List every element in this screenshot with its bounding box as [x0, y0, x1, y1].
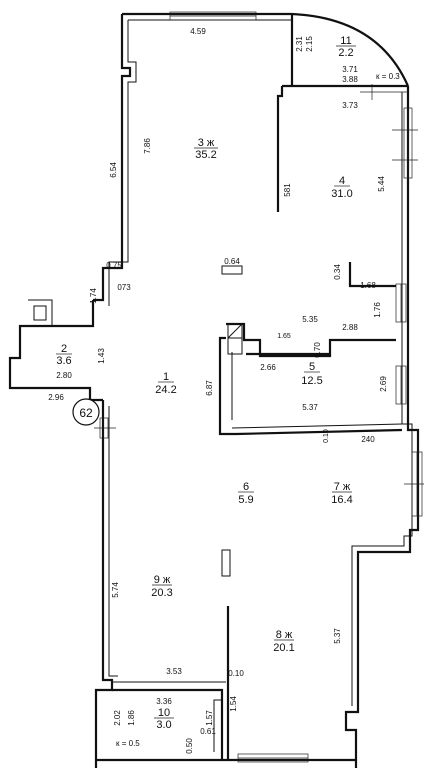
dim-label: 581	[283, 183, 292, 197]
room-10-number: 10	[158, 707, 170, 719]
dim-label: 2.31	[295, 36, 304, 52]
dim-label: 073	[117, 283, 131, 292]
dim-label: 1.74	[89, 288, 98, 304]
building-number-marker: 62	[72, 398, 100, 426]
building-number: 62	[79, 406, 93, 420]
dim-label: 6.54	[109, 162, 118, 178]
room-11-number: 11	[340, 35, 351, 47]
dim-label: 5.35	[302, 315, 318, 324]
outer-walls	[8, 12, 420, 768]
room-8-number: 8 ж	[276, 629, 293, 641]
dim-label: 1.43	[97, 348, 106, 364]
room-1-number: 1	[163, 371, 169, 383]
room-2-number: 2	[61, 343, 67, 355]
room-5-number: 5	[309, 361, 315, 373]
room-3-area: 35.2	[195, 149, 216, 161]
dim-label: 5.37	[302, 403, 318, 412]
dim-label: 5.37	[333, 628, 342, 644]
dim-label: 0.70	[313, 342, 322, 358]
dim-label: 5.74	[111, 582, 120, 598]
room-9-number: 9 ж	[154, 574, 171, 586]
dim-label: 0.34	[333, 264, 342, 280]
room-5-area: 12.5	[301, 375, 322, 387]
room-9-area: 20.3	[151, 587, 172, 599]
room-6-area: 5.9	[238, 494, 253, 506]
dim-label: 2.69	[379, 376, 388, 392]
dim-label: 0.10	[323, 429, 330, 443]
dim-label: 6.87	[205, 380, 214, 396]
dim-label: 7.86	[143, 138, 152, 154]
dim-label: 0.50	[185, 738, 194, 754]
room-1-area: 24.2	[155, 384, 176, 396]
dim-label: 3.36	[156, 697, 172, 706]
dim-label: 2.96	[48, 393, 64, 402]
room-8-area: 20.1	[273, 642, 294, 654]
dim-label: 1.65	[277, 333, 291, 340]
dim-label: 2.15	[305, 36, 314, 52]
dim-label: 3.53	[166, 667, 182, 676]
dim-label: 0.75	[106, 261, 122, 270]
dim-label: 2.66	[260, 363, 276, 372]
room-2-area: 3.6	[56, 355, 71, 367]
windows	[94, 11, 424, 763]
room-7-number: 7 ж	[334, 481, 351, 493]
dim-label: 0.64	[224, 257, 240, 266]
room-labels: 11 2.2 3 ж 35.2 4 31.0 2 3.6 5 12.5 1 24…	[56, 35, 356, 731]
room-3-number: 3 ж	[198, 137, 215, 149]
room-4-area: 31.0	[331, 188, 352, 200]
dim-label: 240	[361, 435, 375, 444]
dim-label: 2.88	[342, 323, 358, 332]
room-4-number: 4	[339, 175, 345, 187]
coefficient-balcony: к = 0.3	[376, 72, 400, 81]
dim-label: 1.68	[360, 281, 376, 290]
dimension-labels: 4.59 2.31 2.15 3.71 3.88 3.73 7.86 6.54 …	[48, 27, 388, 754]
dim-label: 0.61	[200, 727, 216, 736]
room-11-area: 2.2	[338, 47, 353, 59]
dim-label: 1.54	[229, 696, 238, 712]
dim-label: 2.02	[113, 710, 122, 726]
room-10-area: 3.0	[156, 719, 171, 731]
room-7-area: 16.4	[331, 494, 352, 506]
dim-label: 1.76	[373, 302, 382, 318]
dim-label: 3.73	[342, 101, 358, 110]
dim-label: 1.57	[205, 710, 214, 726]
dim-label: 3.71	[342, 65, 358, 74]
room-6-number: 6	[243, 481, 249, 493]
interior-walls	[28, 86, 403, 760]
dim-label: 5.44	[377, 176, 386, 192]
dim-label: 2.80	[56, 371, 72, 380]
dim-label: 0.10	[228, 669, 244, 678]
dim-label: 1.86	[127, 710, 136, 726]
dim-label: 3.88	[342, 75, 358, 84]
dim-label: 4.59	[190, 27, 206, 36]
coefficient-room-10: к = 0.5	[116, 739, 140, 748]
